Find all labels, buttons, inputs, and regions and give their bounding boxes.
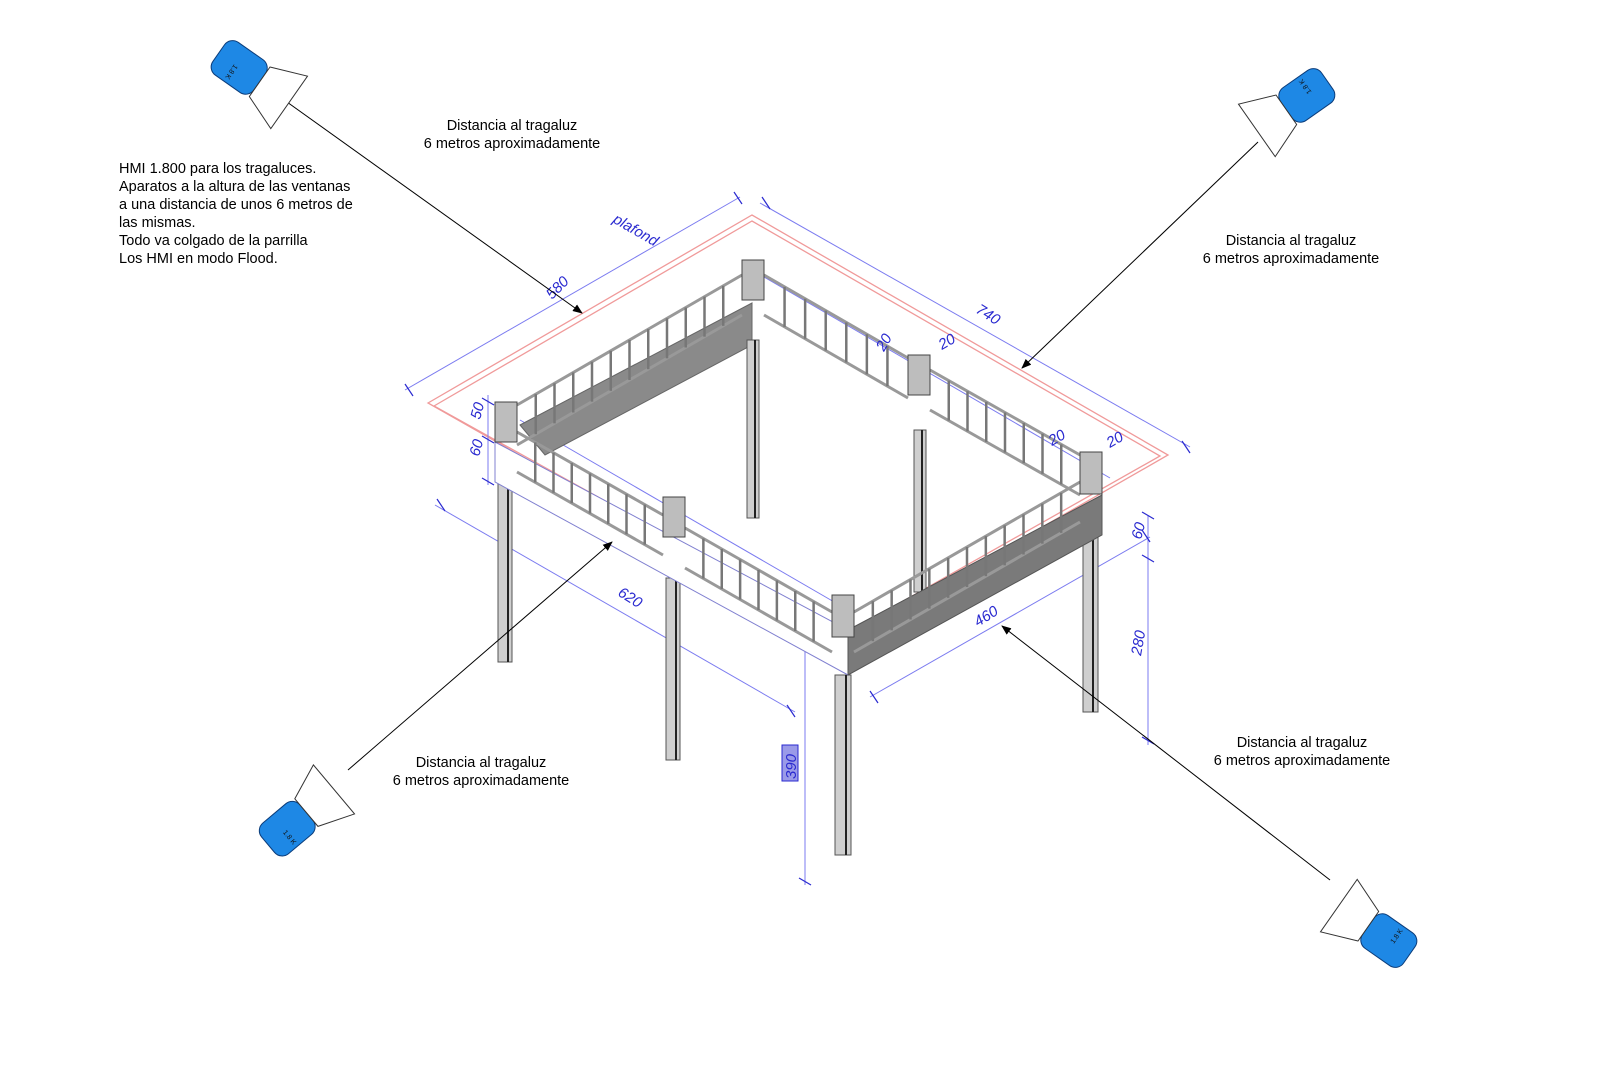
- callout-line: Distancia al tragaluz: [1226, 233, 1357, 249]
- dim-plafond: plafond: [609, 210, 662, 250]
- callout-line: Distancia al tragaluz: [447, 118, 578, 134]
- note-line: Todo va colgado de la parrilla: [119, 233, 309, 249]
- lighting-note: HMI 1.800 para los tragaluces. Aparatos …: [119, 161, 353, 267]
- post: [1079, 451, 1103, 495]
- post: [907, 354, 931, 396]
- note-line: Aparatos a la altura de las ventanas: [119, 179, 350, 195]
- callout-line: 6 metros aproximadamente: [1214, 753, 1391, 769]
- dim-460: 460: [971, 602, 1002, 630]
- callout-bottom-right: Distancia al tragaluz 6 metros aproximad…: [1214, 735, 1391, 769]
- post: [741, 259, 765, 301]
- callout-line: 6 metros aproximadamente: [424, 136, 601, 152]
- dim-20: 20: [872, 330, 896, 354]
- note-line: las mismas.: [119, 215, 196, 231]
- callout-line: 6 metros aproximadamente: [1203, 251, 1380, 267]
- column: [1082, 529, 1099, 713]
- railings: [516, 273, 1081, 654]
- columns: [497, 339, 1099, 856]
- callout-line: 6 metros aproximadamente: [393, 773, 570, 789]
- front-right-beam: [847, 494, 1103, 676]
- dim-620: 620: [615, 584, 646, 612]
- callout-bottom-left: Distancia al tragaluz 6 metros aproximad…: [393, 755, 570, 789]
- post: [662, 496, 686, 538]
- dim-20: 20: [1103, 428, 1127, 452]
- callout-line: Distancia al tragaluz: [416, 755, 547, 771]
- light-direction-arrows: [279, 96, 1331, 881]
- callout-line: Distancia al tragaluz: [1237, 735, 1368, 751]
- column: [913, 429, 927, 593]
- back-left-beam: [519, 302, 753, 456]
- column: [665, 577, 681, 761]
- dim-280: 280: [1128, 628, 1149, 657]
- hmi-lamp-top-right: 1.8 K: [1237, 68, 1336, 158]
- callout-top-right: Distancia al tragaluz 6 metros aproximad…: [1203, 233, 1380, 267]
- hmi-lamp-top-left: 1.8 K: [210, 40, 309, 130]
- railing-bar: [763, 273, 909, 360]
- note-line: Los HMI en modo Flood.: [119, 251, 278, 267]
- dim-20: 20: [935, 330, 959, 354]
- posts: [494, 259, 1103, 638]
- dimension-lines: [404, 191, 1191, 886]
- column: [746, 339, 760, 519]
- post: [831, 594, 855, 638]
- column: [834, 674, 852, 856]
- dim-60-left: 60: [466, 437, 487, 458]
- note-line: HMI 1.800 para los tragaluces.: [119, 161, 316, 177]
- dim-50: 50: [467, 400, 488, 421]
- dim-740: 740: [973, 301, 1004, 329]
- dim-390: 390: [783, 753, 800, 779]
- hmi-lamp-bottom-right: 1.8 K: [1319, 878, 1418, 968]
- railing-bar: [763, 313, 909, 400]
- note-line: a una distancia de unos 6 metros de: [119, 197, 353, 213]
- dim-60-right: 60: [1128, 520, 1149, 541]
- hmi-lamp-bottom-left: 1.8 K: [258, 764, 356, 857]
- callout-top-left: Distancia al tragaluz 6 metros aproximad…: [424, 118, 601, 152]
- dim-20: 20: [1045, 426, 1069, 450]
- post: [494, 401, 518, 443]
